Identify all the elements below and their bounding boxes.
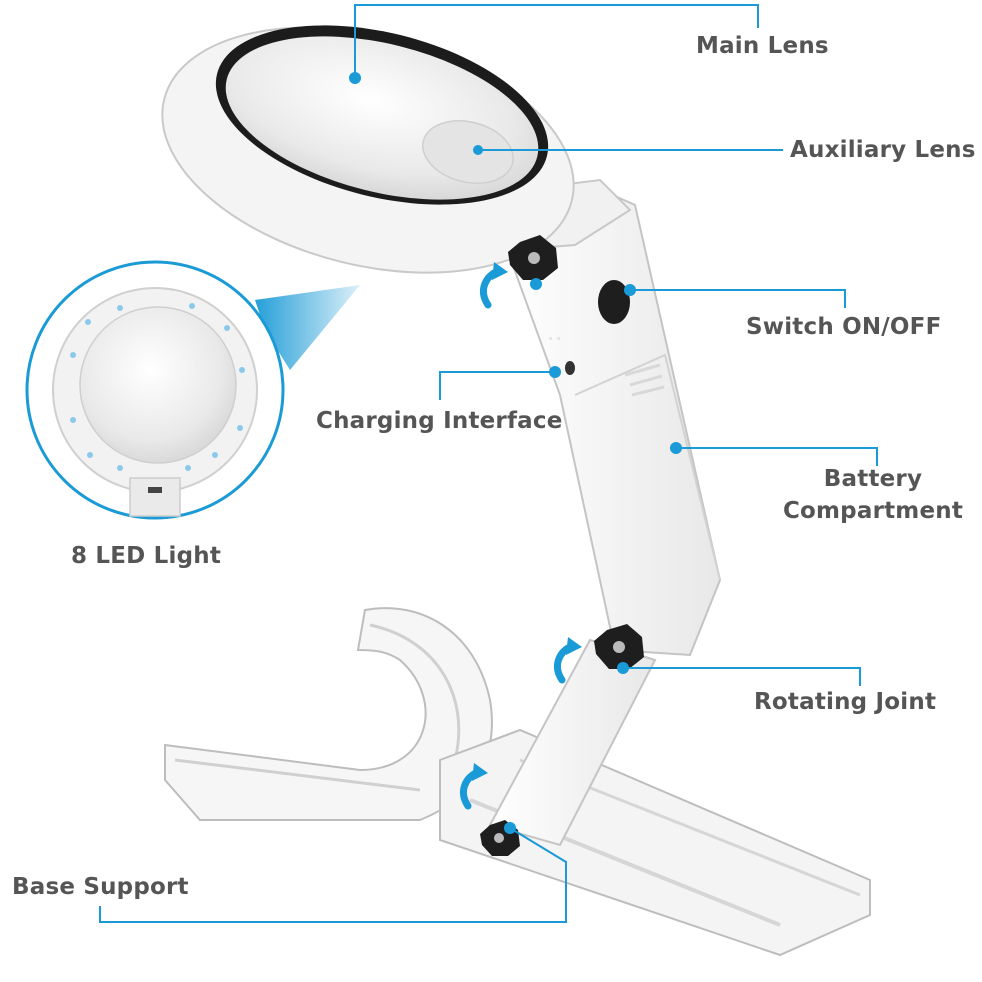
charging-port-icon — [565, 361, 575, 375]
label-battery-line2: Compartment — [782, 498, 964, 525]
svg-text:◦ ◦: ◦ ◦ — [548, 335, 561, 345]
callout-lines — [99, 4, 878, 923]
label-led-light: 8 LED Light — [71, 543, 222, 569]
auxiliary-lens-glass — [422, 120, 514, 184]
hinge-middle — [594, 624, 644, 669]
led-dots — [70, 303, 245, 471]
label-auxiliary-lens: Auxiliary Lens — [790, 137, 976, 163]
label-rotating-joint: Rotating Joint — [754, 689, 937, 715]
led-light-inset — [25, 260, 360, 520]
power-switch-icon — [598, 280, 630, 324]
label-charging-interface: Charging Interface — [316, 408, 563, 434]
label-base-support: Base Support — [12, 874, 189, 900]
label-main-lens: Main Lens — [696, 33, 829, 59]
lens-head — [161, 25, 632, 274]
label-battery-compartment: Battery Compartment — [782, 463, 964, 527]
hinge-top — [508, 235, 558, 280]
label-battery-line1: Battery — [823, 466, 923, 492]
label-switch: Switch ON/OFF — [746, 314, 942, 340]
